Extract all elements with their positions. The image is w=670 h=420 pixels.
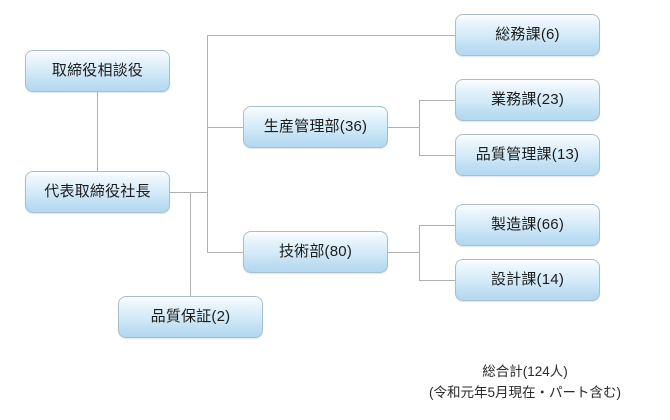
connector-engineering-branch — [419, 225, 420, 280]
node-quality-assurance[interactable]: 品質保証(2) — [118, 296, 263, 338]
connector-prod-mgmt-to-quality-control — [419, 155, 455, 156]
connector-president-to-quality-assurance — [190, 192, 191, 296]
connector-engineering-to-design — [419, 280, 455, 281]
node-engineering[interactable]: 技術部(80) — [243, 231, 388, 273]
footer-total: 総合計(124人) — [482, 364, 568, 379]
node-production-management[interactable]: 生産管理部(36) — [243, 106, 388, 148]
node-manufacturing[interactable]: 製造課(66) — [455, 204, 600, 246]
node-president[interactable]: 代表取締役社長 — [25, 171, 170, 213]
node-general-affairs[interactable]: 総務課(6) — [455, 14, 600, 56]
node-quality-control[interactable]: 品質管理課(13) — [455, 134, 600, 176]
connector-engineering-to-manufacturing — [419, 225, 455, 226]
connector-engineering-stub — [388, 252, 419, 253]
node-operations[interactable]: 業務課(23) — [455, 79, 600, 121]
connector-trunk-to-general-affairs — [207, 35, 455, 36]
node-advisor[interactable]: 取締役相談役 — [25, 50, 170, 92]
connector-main-trunk — [207, 35, 208, 252]
connector-prod-mgmt-stub — [388, 127, 419, 128]
connector-trunk-to-engineering — [207, 252, 243, 253]
connector-trunk-to-prod-mgmt — [207, 127, 243, 128]
footer-summary: 総合計(124人) (令和元年5月現在・パート含む) — [400, 362, 650, 404]
footer-note: (令和元年5月現在・パート含む) — [429, 384, 621, 400]
connector-president-stub — [170, 192, 208, 193]
connector-prod-mgmt-branch — [419, 100, 420, 155]
connector-advisor-to-president — [97, 92, 98, 171]
node-design[interactable]: 設計課(14) — [455, 259, 600, 301]
connector-prod-mgmt-to-operations — [419, 100, 455, 101]
